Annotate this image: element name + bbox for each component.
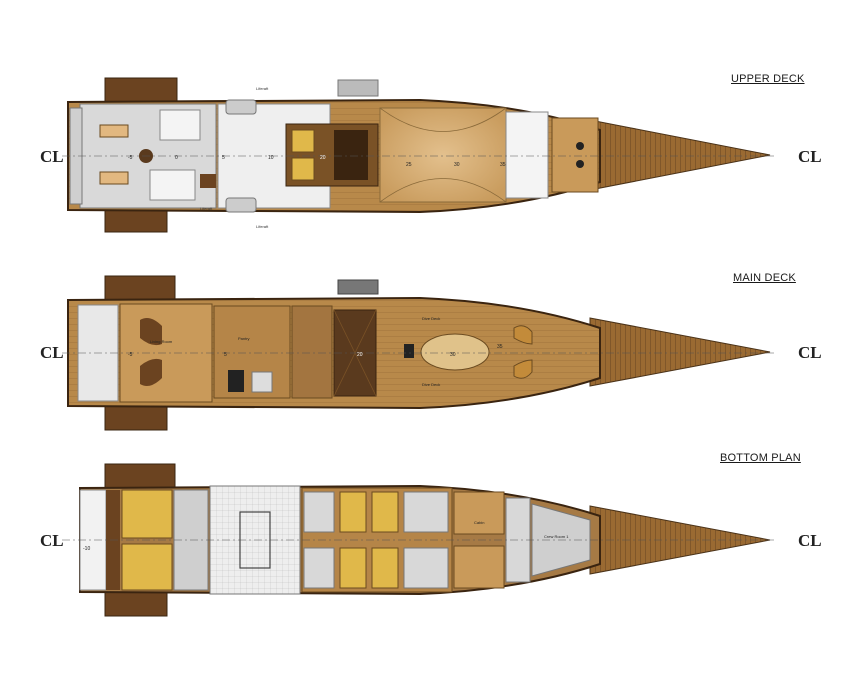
main-scale-label: 5 <box>224 352 227 358</box>
bottom-cabin-label: Cabin <box>474 520 484 525</box>
main-pantry-label: Pantry <box>238 336 250 341</box>
bottom-stbd-sponson <box>104 591 168 617</box>
main-scale-label: 35 <box>497 344 503 350</box>
main-stair <box>337 279 379 295</box>
upper-awning <box>379 107 507 203</box>
upper-sunbeds-2 <box>149 169 196 201</box>
main-scale-label: 20 <box>357 352 363 358</box>
main-bowsprit <box>589 317 771 387</box>
upper-helm <box>334 130 368 180</box>
main-living-room-label: Living Room <box>150 339 173 344</box>
upper-foredeck <box>551 117 599 193</box>
upper-sofa-2 <box>99 171 129 185</box>
bottom-cabin-aft-port <box>121 489 173 539</box>
bottom-head-4 <box>403 547 449 589</box>
bottom-cabin-aft-stbd <box>121 543 173 591</box>
main-port-sponson <box>104 275 176 301</box>
bottom-head-2 <box>303 547 335 589</box>
upper-liferaft-label: Liferaft <box>256 86 269 91</box>
upper-sunbeds-1 <box>159 109 201 141</box>
main-sofa-2 <box>140 358 162 386</box>
upper-wheelhouse-seat-1 <box>291 129 315 153</box>
main-fwd-seat-1 <box>513 325 533 345</box>
upper-winch-1 <box>576 142 584 150</box>
bottom-cabin-fwd-port <box>453 491 505 535</box>
main-dive-deck-label: Dive Deck <box>422 382 440 387</box>
upper-scale-label: 30 <box>454 162 460 168</box>
centerline-symbol-upper-right: CL <box>798 147 822 166</box>
upper-awning-seams <box>379 107 507 203</box>
main-fwd-seat-2 <box>513 359 533 379</box>
bottom-head-3 <box>403 491 449 533</box>
bottom-bed-3 <box>339 547 367 589</box>
centerline-symbol-bottom-left: CL <box>40 531 64 550</box>
bottom-bed-4 <box>371 547 399 589</box>
centerline-symbol-upper-left: CL <box>40 147 64 166</box>
upper-scale-label: 5 <box>222 155 225 161</box>
bottom-bed-2 <box>371 491 399 533</box>
upper-scale-label: 0 <box>175 155 178 161</box>
upper-liferaft-port <box>225 99 257 115</box>
bottom-plan: -10 Crew Room 1 Cabin <box>62 463 775 617</box>
main-dive-deck-label: Dive Deck <box>422 316 440 321</box>
upper-scale-label: 25 <box>406 162 412 168</box>
main-head <box>251 371 273 393</box>
upper-scale-label: -5 <box>128 155 133 161</box>
upper-deck-title: UPPER DECK <box>731 73 805 85</box>
bottom-scale-label: -10 <box>83 546 90 552</box>
upper-port-sponson <box>104 77 178 103</box>
bottom-plan-title: BOTTOM PLAN <box>720 452 801 464</box>
bottom-crew-room-label: Crew Room 1 <box>544 534 569 539</box>
main-deck-title: MAIN DECK <box>733 272 796 284</box>
upper-scale-label: 35 <box>500 162 506 168</box>
bottom-cabin-fwd-stbd <box>453 545 505 589</box>
main-scale-label: -5 <box>128 352 133 358</box>
upper-bowsprit <box>589 119 771 191</box>
main-scale-label: 30 <box>450 352 456 358</box>
bottom-port-sponson <box>104 463 176 489</box>
main-dining-fixture <box>404 344 414 358</box>
upper-scale-label: 10 <box>268 155 274 161</box>
main-stbd-sponson <box>104 405 168 431</box>
upper-liferaft-label: Liferaft <box>256 224 269 229</box>
upper-stbd-sponson <box>104 207 168 233</box>
upper-scale-label: 20 <box>320 155 326 161</box>
upper-liferaft-stbd <box>225 197 257 213</box>
main-deck-plan: -5 5 20 30 35 Living Room Pantry Dive De… <box>62 275 775 431</box>
upper-stair-hatch <box>200 174 216 188</box>
centerline-symbol-main-right: CL <box>798 343 822 362</box>
upper-fwd-white <box>505 111 549 199</box>
main-galley-block <box>228 370 244 392</box>
main-dining-table <box>420 333 490 371</box>
upper-wheelhouse-seat-2 <box>291 157 315 181</box>
upper-deck-plan: -5 0 5 10 20 25 30 35 Liferaft Liferaft … <box>62 77 775 233</box>
upper-winch-2 <box>576 160 584 168</box>
upper-liferaft-label: Liferaft <box>200 206 213 211</box>
bottom-head-1 <box>303 491 335 533</box>
main-sofa-1 <box>140 318 162 346</box>
upper-sofa-1 <box>99 124 129 138</box>
bottom-bed-1 <box>339 491 367 533</box>
centerline-symbol-bottom-right: CL <box>798 531 822 550</box>
upper-stair <box>337 79 379 97</box>
centerline-symbol-main-left: CL <box>40 343 64 362</box>
main-stair-room <box>291 305 333 399</box>
